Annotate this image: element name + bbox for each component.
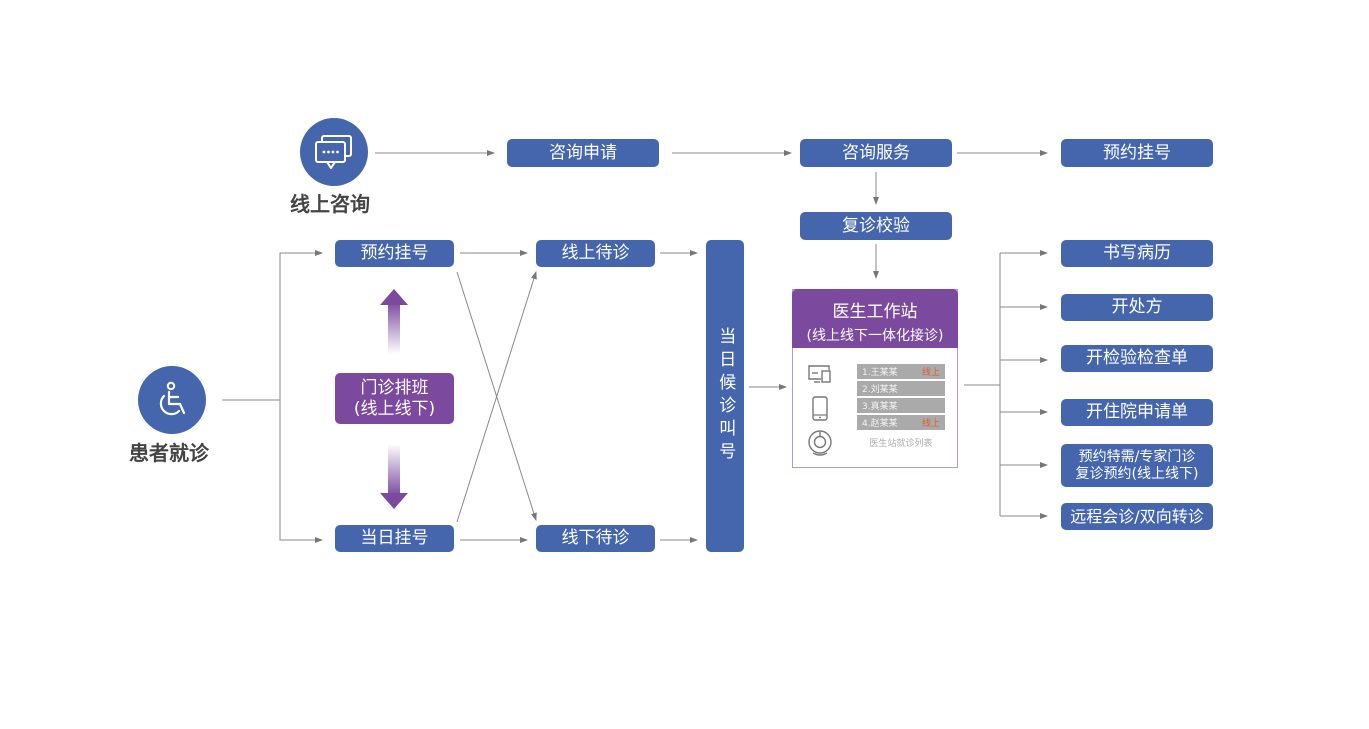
list-caption: 医生站就诊列表 [869,439,933,449]
output-medical-record[interactable]: 书写病历 [1061,240,1213,267]
online-waiting-box[interactable]: 线上待诊 [536,240,655,267]
up-gradient-arrow [380,289,408,354]
queue-calling-box[interactable]: 当日候诊叫号 [706,240,744,552]
arrow [222,250,323,401]
doctor-workstation[interactable]: 医生工作站 (线上线下一体化接诊) 1.王某某线上 2.刘某某 3.真某某 4.… [792,289,958,468]
outpatient-schedule-box[interactable]: 门诊排班 (线上线下) [335,373,454,424]
list-item[interactable]: 3.真某某 [857,398,945,413]
output-remote-consult[interactable]: 远程会诊/双向转诊 [1061,503,1213,530]
tablet-icon [812,396,828,421]
appointment-registration-box[interactable]: 预约挂号 [335,240,454,267]
patient-label: 患者就诊 [129,441,209,465]
list-item[interactable]: 4.赵某某 线上 [857,415,945,430]
online-tag: 线上 [921,419,940,429]
arrow [279,400,323,543]
output-special-appointment[interactable]: 预约特需/专家门诊 复诊预约(线上线下) [1061,444,1213,487]
patient-name: 3.真某某 [862,402,898,412]
online-tag: 线上 [921,368,940,378]
workstation-title: 医生工作站 [832,302,918,322]
same-day-registration-box[interactable]: 当日挂号 [335,525,454,552]
patient-name: 2.刘某某 [862,385,898,395]
online-consult-label: 线上咨询 [290,192,370,216]
list-item[interactable]: 1.王某某 线上 [857,364,945,379]
online-consult-node [300,118,368,186]
output-prescription[interactable]: 开处方 [1061,294,1213,321]
workstation-subtitle: (线上线下一体化接诊) [806,328,944,344]
camera-icon [808,430,832,456]
workstation-patient-list: 1.王某某线上 2.刘某某 3.真某某 4.赵某某线上 [857,364,945,432]
schedule-line1: 门诊排班 [360,378,429,399]
output-lab-order[interactable]: 开检验检查单 [1061,345,1213,372]
revisit-check-box[interactable]: 复诊校验 [800,212,952,240]
patient-node [138,366,206,434]
schedule-line2: (线上线下) [353,398,436,419]
output-line2: 复诊预约(线上线下) [1075,465,1199,482]
output-admission-request[interactable]: 开住院申请单 [1061,399,1213,426]
workstation-header: 医生工作站 (线上线下一体化接诊) [792,289,958,348]
down-gradient-arrow [380,444,408,509]
arrow [456,271,537,523]
top-appointment-box[interactable]: 预约挂号 [1061,139,1213,167]
offline-waiting-box[interactable]: 线下待诊 [536,525,655,552]
consult-service-box[interactable]: 咨询服务 [800,139,952,167]
consult-apply-box[interactable]: 咨询申请 [507,139,659,167]
list-item[interactable]: 2.刘某某 [857,381,945,396]
desktop-icon [808,365,831,383]
chat-bubbles-icon [315,135,352,169]
output-line1: 预约特需/专家门诊 [1078,448,1196,465]
patient-name: 4.赵某某 [862,419,898,429]
wheelchair-icon [159,381,186,416]
patient-name: 1.王某某 [862,368,898,378]
